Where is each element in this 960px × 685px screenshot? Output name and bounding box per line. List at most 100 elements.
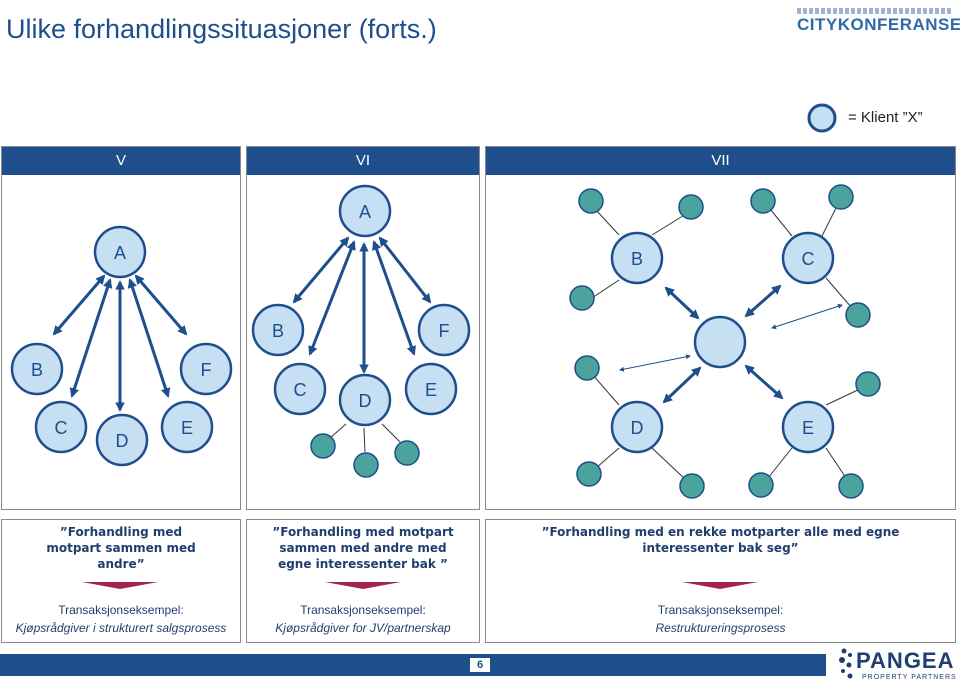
svg-text:D: D bbox=[359, 391, 372, 411]
sub-node bbox=[578, 188, 604, 214]
svg-text:E: E bbox=[425, 380, 437, 400]
caption-v-text: ”Forhandling med motpart sammen med andr… bbox=[46, 525, 196, 571]
panel-vi: VI bbox=[246, 146, 480, 510]
logo-dot-bar bbox=[797, 8, 953, 14]
citykonferansen-logo: CITYKONFERANSEN bbox=[795, 8, 960, 36]
node-vi-c: C bbox=[273, 362, 327, 416]
panel-vii-nodes: B C D E bbox=[569, 184, 881, 499]
thin-arrow-lower bbox=[619, 354, 691, 372]
panel-v-arrows bbox=[52, 274, 188, 412]
sub-node bbox=[353, 452, 379, 478]
arrow-a-f-vi bbox=[378, 236, 432, 304]
svg-text:A: A bbox=[114, 243, 126, 263]
panel-vi-connectors bbox=[329, 423, 401, 453]
svg-text:A: A bbox=[359, 202, 371, 222]
caption-v: ”Forhandling med motpart sammen med andr… bbox=[1, 519, 241, 643]
svg-text:C: C bbox=[294, 380, 307, 400]
panel-vii-thin-arrows bbox=[619, 303, 843, 372]
sub-node bbox=[828, 184, 854, 210]
sub-node bbox=[569, 285, 595, 311]
sub-node bbox=[748, 472, 774, 498]
caption-vi-text: ”Forhandling med motpart sammen med andr… bbox=[272, 525, 454, 571]
svg-text:F: F bbox=[201, 360, 212, 380]
panel-vi-heading: VI bbox=[247, 147, 479, 175]
arrow-d-klient bbox=[662, 366, 702, 404]
panel-v-nodes: A B C D E F bbox=[10, 225, 233, 467]
panel-vii-arrows bbox=[662, 284, 784, 404]
sub-node bbox=[855, 371, 881, 397]
sub-node bbox=[310, 433, 336, 459]
caption-vii-text: ”Forhandling med en rekke motparter alle… bbox=[541, 525, 900, 555]
footer-bar bbox=[0, 654, 826, 676]
panel-vii: VII bbox=[485, 146, 956, 510]
caption-vii: ”Forhandling med en rekke motparter alle… bbox=[485, 519, 956, 643]
arrow-a-f bbox=[134, 274, 188, 336]
panel-vi-nodes: A B C D E F bbox=[251, 184, 471, 478]
node-v-c: C bbox=[34, 400, 88, 454]
sub-node bbox=[679, 473, 705, 499]
node-vi-f: F bbox=[417, 303, 471, 357]
node-v-a: A bbox=[93, 225, 147, 279]
arrow-b-klient bbox=[664, 286, 700, 320]
legend-node-icon bbox=[807, 103, 837, 133]
arrow-a-e bbox=[127, 278, 171, 398]
node-vii-c: C bbox=[781, 231, 835, 285]
caption-vii-triangle bbox=[682, 582, 758, 589]
sub-node bbox=[574, 355, 600, 381]
svg-text:F: F bbox=[439, 321, 450, 341]
node-vi-e: E bbox=[404, 362, 458, 416]
node-v-f: F bbox=[179, 342, 233, 396]
panel-vii-connectors bbox=[588, 203, 863, 481]
caption-vi-example: Kjøpsrådgiver for JV/partnerskap bbox=[275, 621, 451, 635]
klient-x-node bbox=[693, 315, 747, 369]
arrow-klient-e bbox=[744, 364, 784, 400]
svg-text:E: E bbox=[181, 418, 193, 438]
page-title: Ulike forhandlingssituasjoner (forts.) bbox=[6, 14, 437, 44]
caption-v-example: Kjøpsrådgiver i strukturert salgsprosess bbox=[15, 621, 227, 635]
svg-text:D: D bbox=[116, 431, 129, 451]
caption-vi-example-label: Transaksjonseksempel: bbox=[300, 603, 426, 617]
svg-text:E: E bbox=[802, 418, 814, 438]
diagram-canvas: A B C D E F A B C D E F bbox=[10, 184, 881, 499]
sub-node bbox=[845, 302, 871, 328]
svg-text:C: C bbox=[55, 418, 68, 438]
sub-node bbox=[678, 194, 704, 220]
caption-v-example-label: Transaksjonseksempel: bbox=[58, 603, 184, 617]
arrow-a-c-vi bbox=[308, 240, 356, 356]
node-v-e: E bbox=[160, 400, 214, 454]
node-vii-b: B bbox=[610, 231, 664, 285]
pangea-name: PANGEA bbox=[856, 648, 955, 673]
logo-text: CITYKONFERANSEN bbox=[797, 15, 960, 34]
sub-node bbox=[838, 473, 864, 499]
svg-text:D: D bbox=[631, 418, 644, 438]
panel-v: V bbox=[1, 146, 241, 510]
svg-text:B: B bbox=[272, 321, 284, 341]
legend-label: = Klient ”X” bbox=[848, 109, 923, 126]
sub-node bbox=[576, 461, 602, 487]
panel-v-heading: V bbox=[2, 147, 240, 175]
thin-arrow-upper bbox=[771, 303, 843, 330]
arrow-a-c bbox=[69, 278, 113, 398]
node-v-d: D bbox=[95, 413, 149, 467]
sub-node bbox=[394, 440, 420, 466]
arrow-a-e-vi bbox=[372, 240, 416, 356]
node-vi-d: D bbox=[338, 373, 392, 427]
svg-text:C: C bbox=[802, 249, 815, 269]
caption-vii-example: Restruktureringsprosess bbox=[655, 621, 786, 635]
caption-vii-example-label: Transaksjonseksempel: bbox=[657, 603, 784, 617]
arrow-a-b-vi bbox=[292, 236, 350, 304]
node-v-b: B bbox=[10, 342, 64, 396]
node-vi-a: A bbox=[338, 184, 392, 238]
panel-vi-arrows bbox=[292, 236, 432, 374]
sub-node bbox=[750, 188, 776, 214]
svg-text:B: B bbox=[631, 249, 643, 269]
node-vii-e: E bbox=[781, 400, 835, 454]
page-number: 6 bbox=[470, 658, 490, 672]
pangea-subtitle: PROPERTY PARTNERS bbox=[862, 674, 957, 681]
caption-v-triangle bbox=[82, 582, 158, 589]
node-vii-d: D bbox=[610, 400, 664, 454]
svg-text:B: B bbox=[31, 360, 43, 380]
panel-vii-heading: VII bbox=[486, 147, 955, 175]
node-vi-b: B bbox=[251, 303, 305, 357]
caption-vi-triangle bbox=[325, 582, 401, 589]
